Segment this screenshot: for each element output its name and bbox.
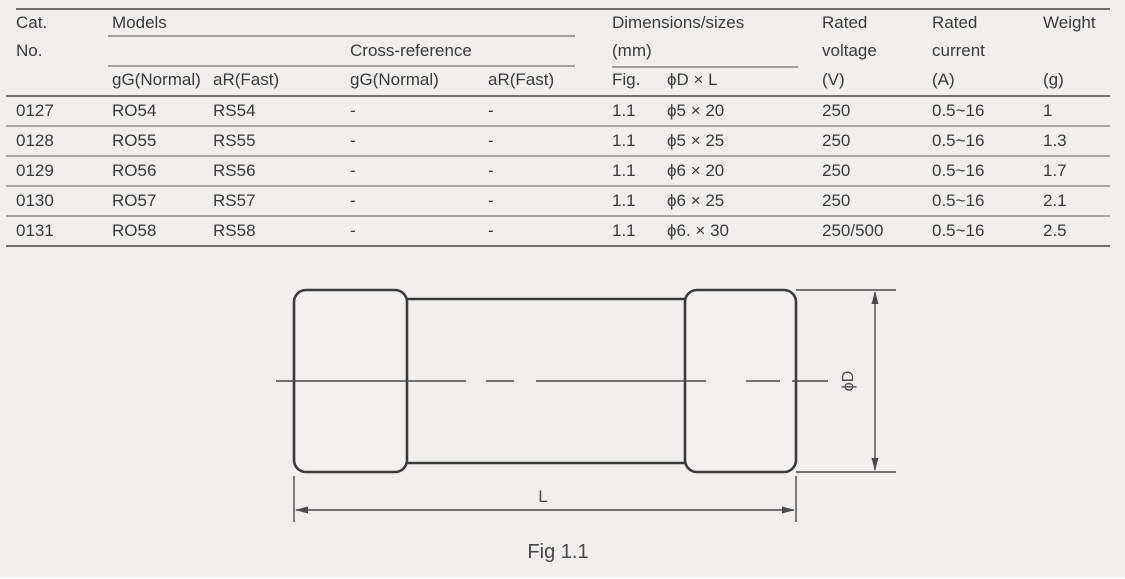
d-dimension-label: ϕD	[840, 371, 857, 392]
cell-fig: 1.1	[612, 101, 636, 120]
cell-cat-no: 0131	[16, 221, 54, 240]
subcol-xref-ar: aR(Fast)	[488, 70, 555, 89]
col-header-no: No.	[16, 41, 43, 60]
cell-xref-ar: -	[488, 131, 494, 150]
cell-rated-voltage: 250	[822, 101, 851, 120]
col-header-rated-voltage-2: voltage	[822, 41, 877, 60]
cell-weight: 2.1	[1043, 191, 1067, 210]
col-header-rated-current-1: Rated	[932, 13, 978, 32]
cell-rated-voltage: 250/500	[822, 221, 884, 240]
cell-model-gg: RO54	[112, 101, 157, 120]
cell-model-ar: RS54	[213, 101, 256, 120]
page-bottom-edge	[0, 577, 1125, 579]
cell-dimensions: ϕ5 × 20	[667, 101, 725, 120]
l-dimension-label: L	[538, 487, 547, 506]
col-header-rated-voltage-1: Rated	[822, 13, 868, 32]
cell-cat-no: 0127	[16, 101, 54, 120]
cell-model-gg: RO58	[112, 221, 157, 240]
cell-fig: 1.1	[612, 191, 636, 210]
col-header-voltage-unit: (V)	[822, 70, 845, 89]
cell-cat-no: 0129	[16, 161, 54, 180]
cell-rated-current: 0.5~16	[932, 191, 985, 210]
cell-rated-current: 0.5~16	[932, 101, 985, 120]
figure-caption: Fig 1.1	[527, 541, 588, 563]
cell-rated-voltage: 250	[822, 131, 851, 150]
cell-xref-gg: -	[350, 191, 356, 210]
subcol-fig: Fig.	[612, 70, 641, 89]
cell-model-ar: RS55	[213, 131, 256, 150]
models-group-underline	[108, 35, 575, 37]
cell-fig: 1.1	[612, 131, 636, 150]
cell-dimensions: ϕ6 × 25	[667, 191, 725, 210]
col-group-models: Models	[112, 13, 167, 32]
cell-weight: 1.7	[1043, 161, 1067, 180]
cell-cat-no: 0130	[16, 191, 54, 210]
cell-weight: 1	[1043, 101, 1053, 120]
cell-xref-gg: -	[350, 101, 356, 120]
cell-xref-gg: -	[350, 131, 356, 150]
cell-rated-current: 0.5~16	[932, 131, 985, 150]
cell-weight: 2.5	[1043, 221, 1067, 240]
cell-fig: 1.1	[612, 161, 636, 180]
subcol-xref-gg: gG(Normal)	[350, 70, 439, 89]
cell-rated-current: 0.5~16	[932, 161, 985, 180]
col-header-rated-current-2: current	[932, 41, 985, 60]
col-header-dimensions-unit: (mm)	[612, 41, 652, 60]
cell-rated-voltage: 250	[822, 161, 851, 180]
col-header-weight: Weight	[1043, 13, 1096, 32]
cell-model-gg: RO55	[112, 131, 157, 150]
fuse-diagram: ϕD L Fig 1.1	[230, 275, 930, 575]
fuse-drawing-svg: ϕD L Fig 1.1	[276, 288, 896, 563]
table-row: 0131 RO58 RS58 - - 1.1 ϕ6. × 30 250/500 …	[6, 217, 1110, 247]
cell-xref-ar: -	[488, 221, 494, 240]
table-row: 0129 RO56 RS56 - - 1.1 ϕ6 × 20 250 0.5~1…	[6, 157, 1110, 187]
cell-weight: 1.3	[1043, 131, 1067, 150]
col-header-current-unit: (A)	[932, 70, 955, 89]
cross-reference-underline	[108, 65, 575, 67]
table-row: 0130 RO57 RS57 - - 1.1 ϕ6 × 25 250 0.5~1…	[6, 187, 1110, 217]
col-header-weight-unit: (g)	[1043, 70, 1064, 89]
header-bottom-rule	[6, 95, 1110, 97]
cell-model-ar: RS56	[213, 161, 256, 180]
cell-dimensions: ϕ6 × 20	[667, 161, 725, 180]
table-row: 0127 RO54 RS54 - - 1.1 ϕ5 × 20 250 0.5~1…	[6, 97, 1110, 127]
subcol-models-gg: gG(Normal)	[112, 70, 201, 89]
cell-model-gg: RO57	[112, 191, 157, 210]
dimensions-underline	[612, 66, 798, 68]
cell-xref-gg: -	[350, 161, 356, 180]
cell-cat-no: 0128	[16, 131, 54, 150]
cell-model-ar: RS58	[213, 221, 256, 240]
cell-xref-ar: -	[488, 161, 494, 180]
cell-dimensions: ϕ6. × 30	[667, 221, 729, 240]
col-header-dimensions: Dimensions/sizes	[612, 13, 745, 32]
subcol-diameter-length: ϕD × L	[667, 70, 718, 89]
cell-xref-gg: -	[350, 221, 356, 240]
cell-xref-ar: -	[488, 101, 494, 120]
cell-fig: 1.1	[612, 221, 636, 240]
subcol-models-ar: aR(Fast)	[213, 70, 280, 89]
table-top-rule	[16, 8, 1110, 10]
cell-model-gg: RO56	[112, 161, 157, 180]
table-row: 0128 RO55 RS55 - - 1.1 ϕ5 × 25 250 0.5~1…	[6, 127, 1110, 157]
cell-rated-current: 0.5~16	[932, 221, 985, 240]
cell-model-ar: RS57	[213, 191, 256, 210]
col-group-cross-reference: Cross-reference	[350, 41, 472, 60]
col-header-cat: Cat.	[16, 13, 48, 32]
cell-dimensions: ϕ5 × 25	[667, 131, 725, 150]
cell-rated-voltage: 250	[822, 191, 851, 210]
cell-xref-ar: -	[488, 191, 494, 210]
